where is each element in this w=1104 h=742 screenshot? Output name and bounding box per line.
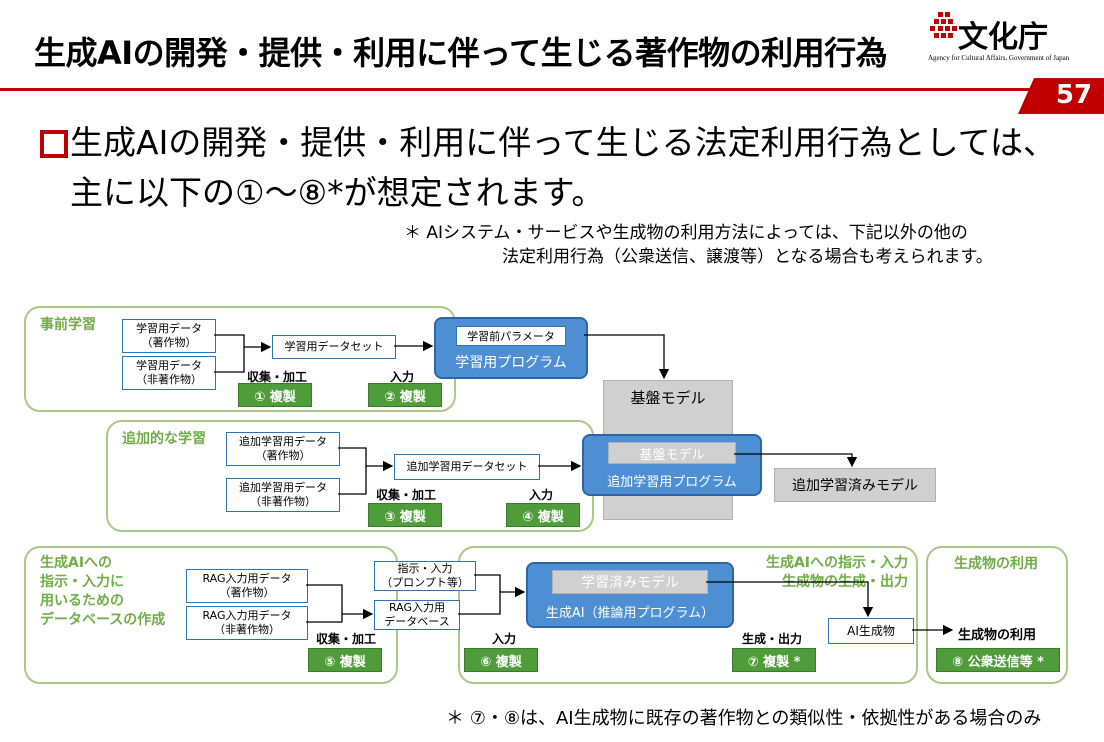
step-7-copy-badge: ⑦ 複製 * bbox=[732, 648, 816, 672]
base-model-label: 基盤モデル bbox=[630, 389, 706, 407]
additional-data-copyrighted: 追加学習用データ （著作物） bbox=[226, 432, 340, 466]
training-program-label: 学習用プログラム bbox=[455, 355, 567, 371]
page-number-tab bbox=[1018, 78, 1104, 114]
generative-ai-program: 学習済みモデル 生成AI（推論用プログラム） bbox=[526, 562, 734, 628]
group-label-output-use: 生成物の利用 bbox=[954, 556, 1038, 572]
arrow-pretrain-data2 bbox=[214, 341, 272, 373]
training-program: 学習前パラメータ 学習用プログラム bbox=[434, 317, 588, 379]
step-8-public-transmission-badge: ⑧ 公衆送信等 * bbox=[936, 648, 1060, 672]
step-2-copy-badge: ② 複製 bbox=[368, 383, 442, 407]
additional-training-program: 基盤モデル 追加学習用プログラム bbox=[582, 434, 762, 496]
pretraining-parameters: 学習前パラメータ bbox=[456, 326, 566, 346]
rag-database: RAG入力用 データベース bbox=[374, 600, 460, 630]
generative-ai-program-label: 生成AI（推論用プログラム） bbox=[545, 606, 715, 621]
arrow-rag-data2 bbox=[306, 608, 374, 623]
inference-step-input: 入力 bbox=[492, 632, 517, 646]
logo-text: 文化庁 bbox=[958, 20, 1048, 55]
step-5-copy-badge: ⑤ 複製 bbox=[308, 648, 382, 672]
inference-step-output: 生成・出力 bbox=[742, 632, 803, 646]
output-use-text: 生成物の利用 bbox=[958, 628, 1037, 643]
page-number: 57 bbox=[1055, 80, 1093, 110]
page-title: 生成AIの開発・提供・利用に伴って生じる著作物の利用行為 bbox=[34, 34, 888, 72]
lead-line-1: 生成AIの開発・提供・利用に伴って生じる法定利用行為としては、 bbox=[70, 123, 1057, 162]
lead-line-2: 主に以下の①～⑧*が想定されます。 bbox=[70, 173, 605, 212]
step-6-copy-badge: ⑥ 複製 bbox=[464, 648, 538, 672]
step-3-copy-badge: ③ 複製 bbox=[368, 503, 442, 527]
arrow-pretrain-to-base bbox=[584, 334, 670, 380]
arrow-add-data1 bbox=[338, 447, 367, 466]
bullet-square-icon bbox=[40, 130, 68, 158]
group-label-rag: 生成AIへの 指示・入力に 用いるための データベースの作成 bbox=[40, 555, 166, 628]
trained-model: 学習済みモデル bbox=[552, 570, 708, 594]
arrow-pretrain-data1 bbox=[214, 334, 245, 347]
additionally-trained-model: 追加学習済みモデル bbox=[774, 468, 936, 502]
pretraining-data-non-copyrighted: 学習用データ （非著作物） bbox=[122, 356, 216, 390]
pretraining-step-input: 入力 bbox=[390, 370, 415, 384]
step-4-copy-badge: ④ 複製 bbox=[506, 503, 580, 527]
additional-step-collect: 収集・加工 bbox=[376, 488, 437, 502]
title-underline bbox=[0, 88, 1034, 91]
logo-mark-icon bbox=[930, 12, 958, 44]
additional-data-non-copyrighted: 追加学習用データ （非著作物） bbox=[226, 478, 340, 512]
pretraining-data-copyrighted: 学習用データ （著作物） bbox=[122, 319, 216, 353]
group-label-pretraining: 事前学習 bbox=[40, 317, 96, 333]
group-label-additional: 追加的な学習 bbox=[122, 431, 206, 447]
rag-step-collect: 収集・加工 bbox=[316, 632, 377, 646]
additional-step-input: 入力 bbox=[529, 488, 554, 502]
pretraining-step-collect: 収集・加工 bbox=[247, 370, 308, 384]
arrow-rag-data1 bbox=[306, 584, 343, 614]
additional-base-model: 基盤モデル bbox=[608, 442, 736, 464]
additional-dataset: 追加学習用データセット bbox=[394, 454, 540, 480]
arrow-ragdb bbox=[458, 586, 526, 615]
prompt-input: 指示・入力 （プロンプト等） bbox=[374, 561, 476, 591]
logo-subtitle: Agency for Cultural Affairs, Government … bbox=[928, 54, 1070, 62]
rag-data-copyrighted: RAG入力用データ （著作物） bbox=[186, 569, 308, 603]
pretraining-dataset: 学習用データセット bbox=[272, 335, 396, 359]
rag-data-non-copyrighted: RAG入力用データ （非著作物） bbox=[186, 606, 308, 640]
ai-output: AI生成物 bbox=[828, 618, 914, 644]
step-1-copy-badge: ① 複製 bbox=[238, 383, 312, 407]
arrow-add-data2 bbox=[338, 460, 394, 495]
note-bottom: ＊ ⑦・⑧は、AI生成物に既存の著作物との類似性・依拠性がある場合のみ bbox=[446, 708, 1042, 729]
note-top-line-1: ＊ AIシステム・サービスや生成物の利用方法によっては、下記以外の他の bbox=[404, 223, 968, 243]
additional-program-label: 追加学習用プログラム bbox=[607, 475, 737, 490]
arrow-add-to-result bbox=[734, 453, 858, 468]
note-top-line-2: 法定利用行為（公衆送信、譲渡等）となる場合も考えられます。 bbox=[502, 247, 993, 267]
lead-text: 生成AIの開発・提供・利用に伴って生じる法定利用行為としては、 主に以下の①～⑧… bbox=[70, 118, 1056, 218]
arrow-model-to-output bbox=[706, 581, 874, 618]
arrow-prompt bbox=[474, 574, 501, 592]
